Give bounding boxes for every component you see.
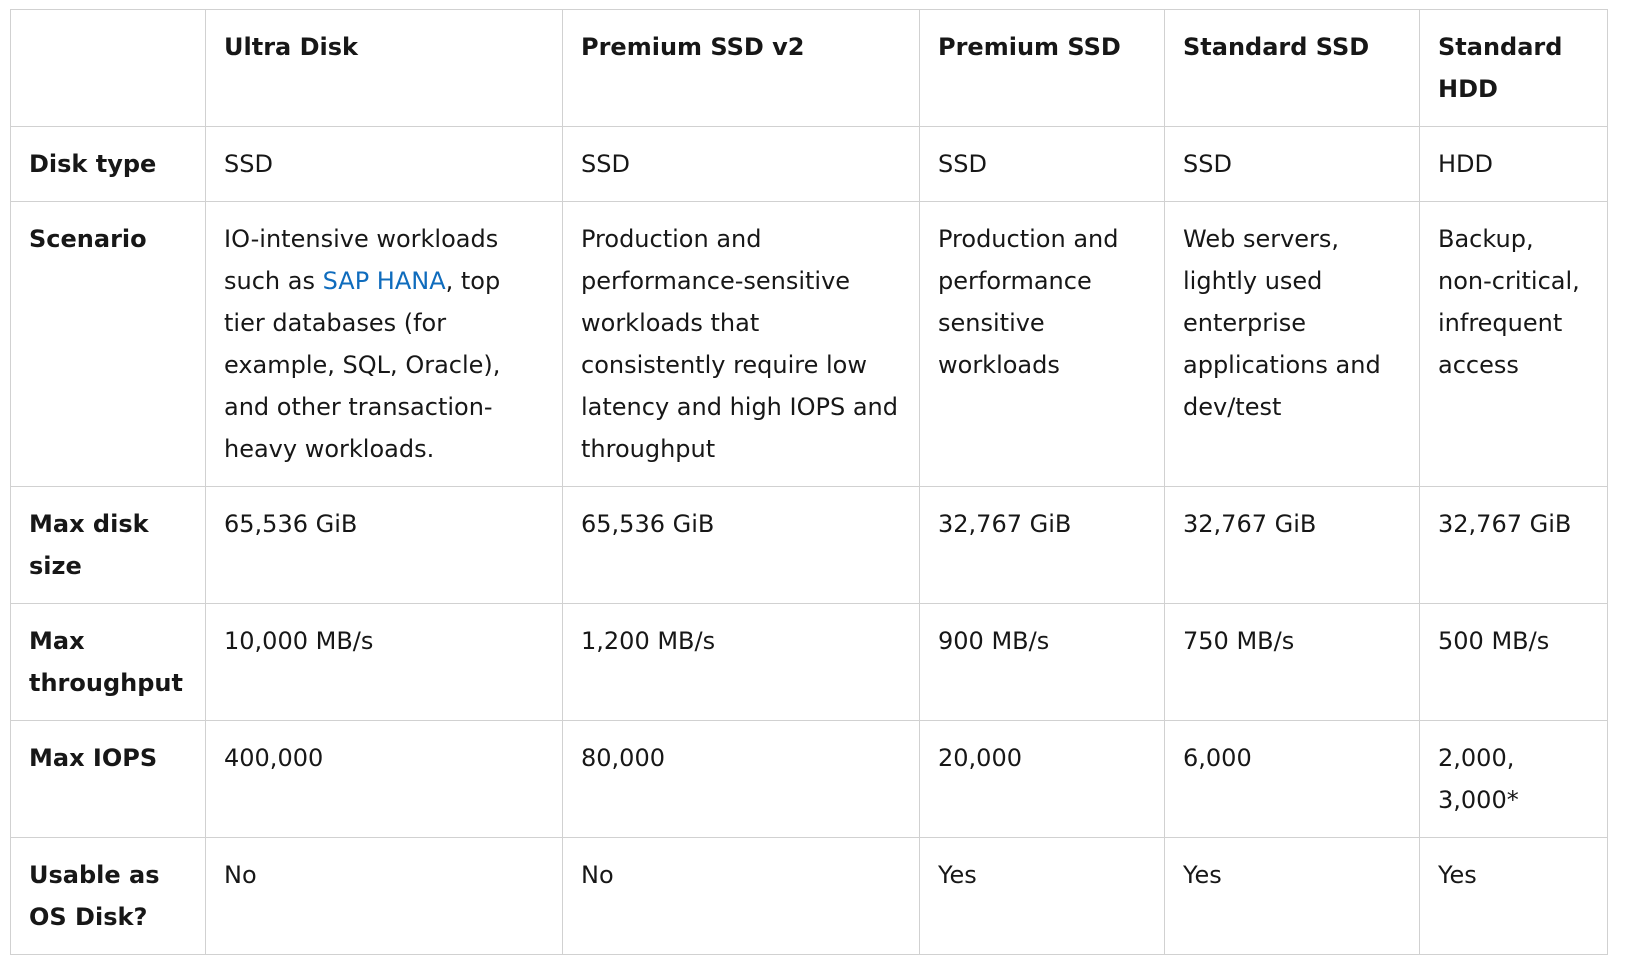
table-cell: No — [205, 837, 563, 955]
disk-comparison-table: Ultra Disk Premium SSD v2 Premium SSD St… — [10, 9, 1608, 955]
table-cell: 32,767 GiB — [1419, 486, 1608, 604]
table-cell: 2,000, 3,000* — [1419, 720, 1608, 838]
row-scenario: Scenario IO-intensive workloads such as … — [10, 201, 1608, 487]
table-cell: SSD — [562, 126, 920, 202]
table-cell: No — [562, 837, 920, 955]
table-cell: 20,000 — [919, 720, 1165, 838]
table-cell: SSD — [919, 126, 1165, 202]
table-cell: Yes — [1164, 837, 1420, 955]
row-label: Scenario — [10, 201, 206, 487]
header-row: Ultra Disk Premium SSD v2 Premium SSD St… — [10, 9, 1608, 127]
sap-hana-link[interactable]: SAP HANA — [322, 267, 446, 295]
table-cell: HDD — [1419, 126, 1608, 202]
row-label: Disk type — [10, 126, 206, 202]
table-cell: 32,767 GiB — [919, 486, 1165, 604]
header-premium-ssd: Premium SSD — [919, 9, 1165, 127]
table-cell: 400,000 — [205, 720, 563, 838]
row-max-disk-size: Max disk size 65,536 GiB 65,536 GiB 32,7… — [10, 486, 1608, 604]
table-cell: 6,000 — [1164, 720, 1420, 838]
header-standard-hdd: Standard HDD — [1419, 9, 1608, 127]
table-cell: Yes — [919, 837, 1165, 955]
table-cell: 500 MB/s — [1419, 603, 1608, 721]
cell-text: IO-intensive workloads such as — [224, 225, 499, 295]
row-label: Usable as OS Disk? — [10, 837, 206, 955]
row-label: Max disk size — [10, 486, 206, 604]
table-cell: 80,000 — [562, 720, 920, 838]
table-cell: SSD — [205, 126, 563, 202]
table-cell: 32,767 GiB — [1164, 486, 1420, 604]
row-usable-as-os-disk: Usable as OS Disk? No No Yes Yes Yes — [10, 837, 1608, 955]
row-label: Max IOPS — [10, 720, 206, 838]
table-cell: 10,000 MB/s — [205, 603, 563, 721]
row-max-iops: Max IOPS 400,000 80,000 20,000 6,000 2,0… — [10, 720, 1608, 838]
header-empty — [10, 9, 206, 127]
header-premium-ssd-v2: Premium SSD v2 — [562, 9, 920, 127]
table-cell: IO-intensive workloads such as SAP HANA,… — [205, 201, 563, 487]
table-cell: Production and performance-sensitive wor… — [562, 201, 920, 487]
table-cell: 1,200 MB/s — [562, 603, 920, 721]
header-ultra-disk: Ultra Disk — [205, 9, 563, 127]
header-standard-ssd: Standard SSD — [1164, 9, 1420, 127]
row-max-throughput: Max throughput 10,000 MB/s 1,200 MB/s 90… — [10, 603, 1608, 721]
table-cell: Yes — [1419, 837, 1608, 955]
table-cell: 65,536 GiB — [205, 486, 563, 604]
table-cell: 750 MB/s — [1164, 603, 1420, 721]
cell-text: , top tier databases (for example, SQL, … — [224, 267, 501, 463]
table-cell: Production and performance sensitive wor… — [919, 201, 1165, 487]
row-label: Max throughput — [10, 603, 206, 721]
table-cell: 65,536 GiB — [562, 486, 920, 604]
table-cell: SSD — [1164, 126, 1420, 202]
table-cell: 900 MB/s — [919, 603, 1165, 721]
table-cell: Web servers, lightly used enterprise app… — [1164, 201, 1420, 487]
row-disk-type: Disk type SSD SSD SSD SSD HDD — [10, 126, 1608, 202]
table-cell: Backup, non-critical, infrequent access — [1419, 201, 1608, 487]
